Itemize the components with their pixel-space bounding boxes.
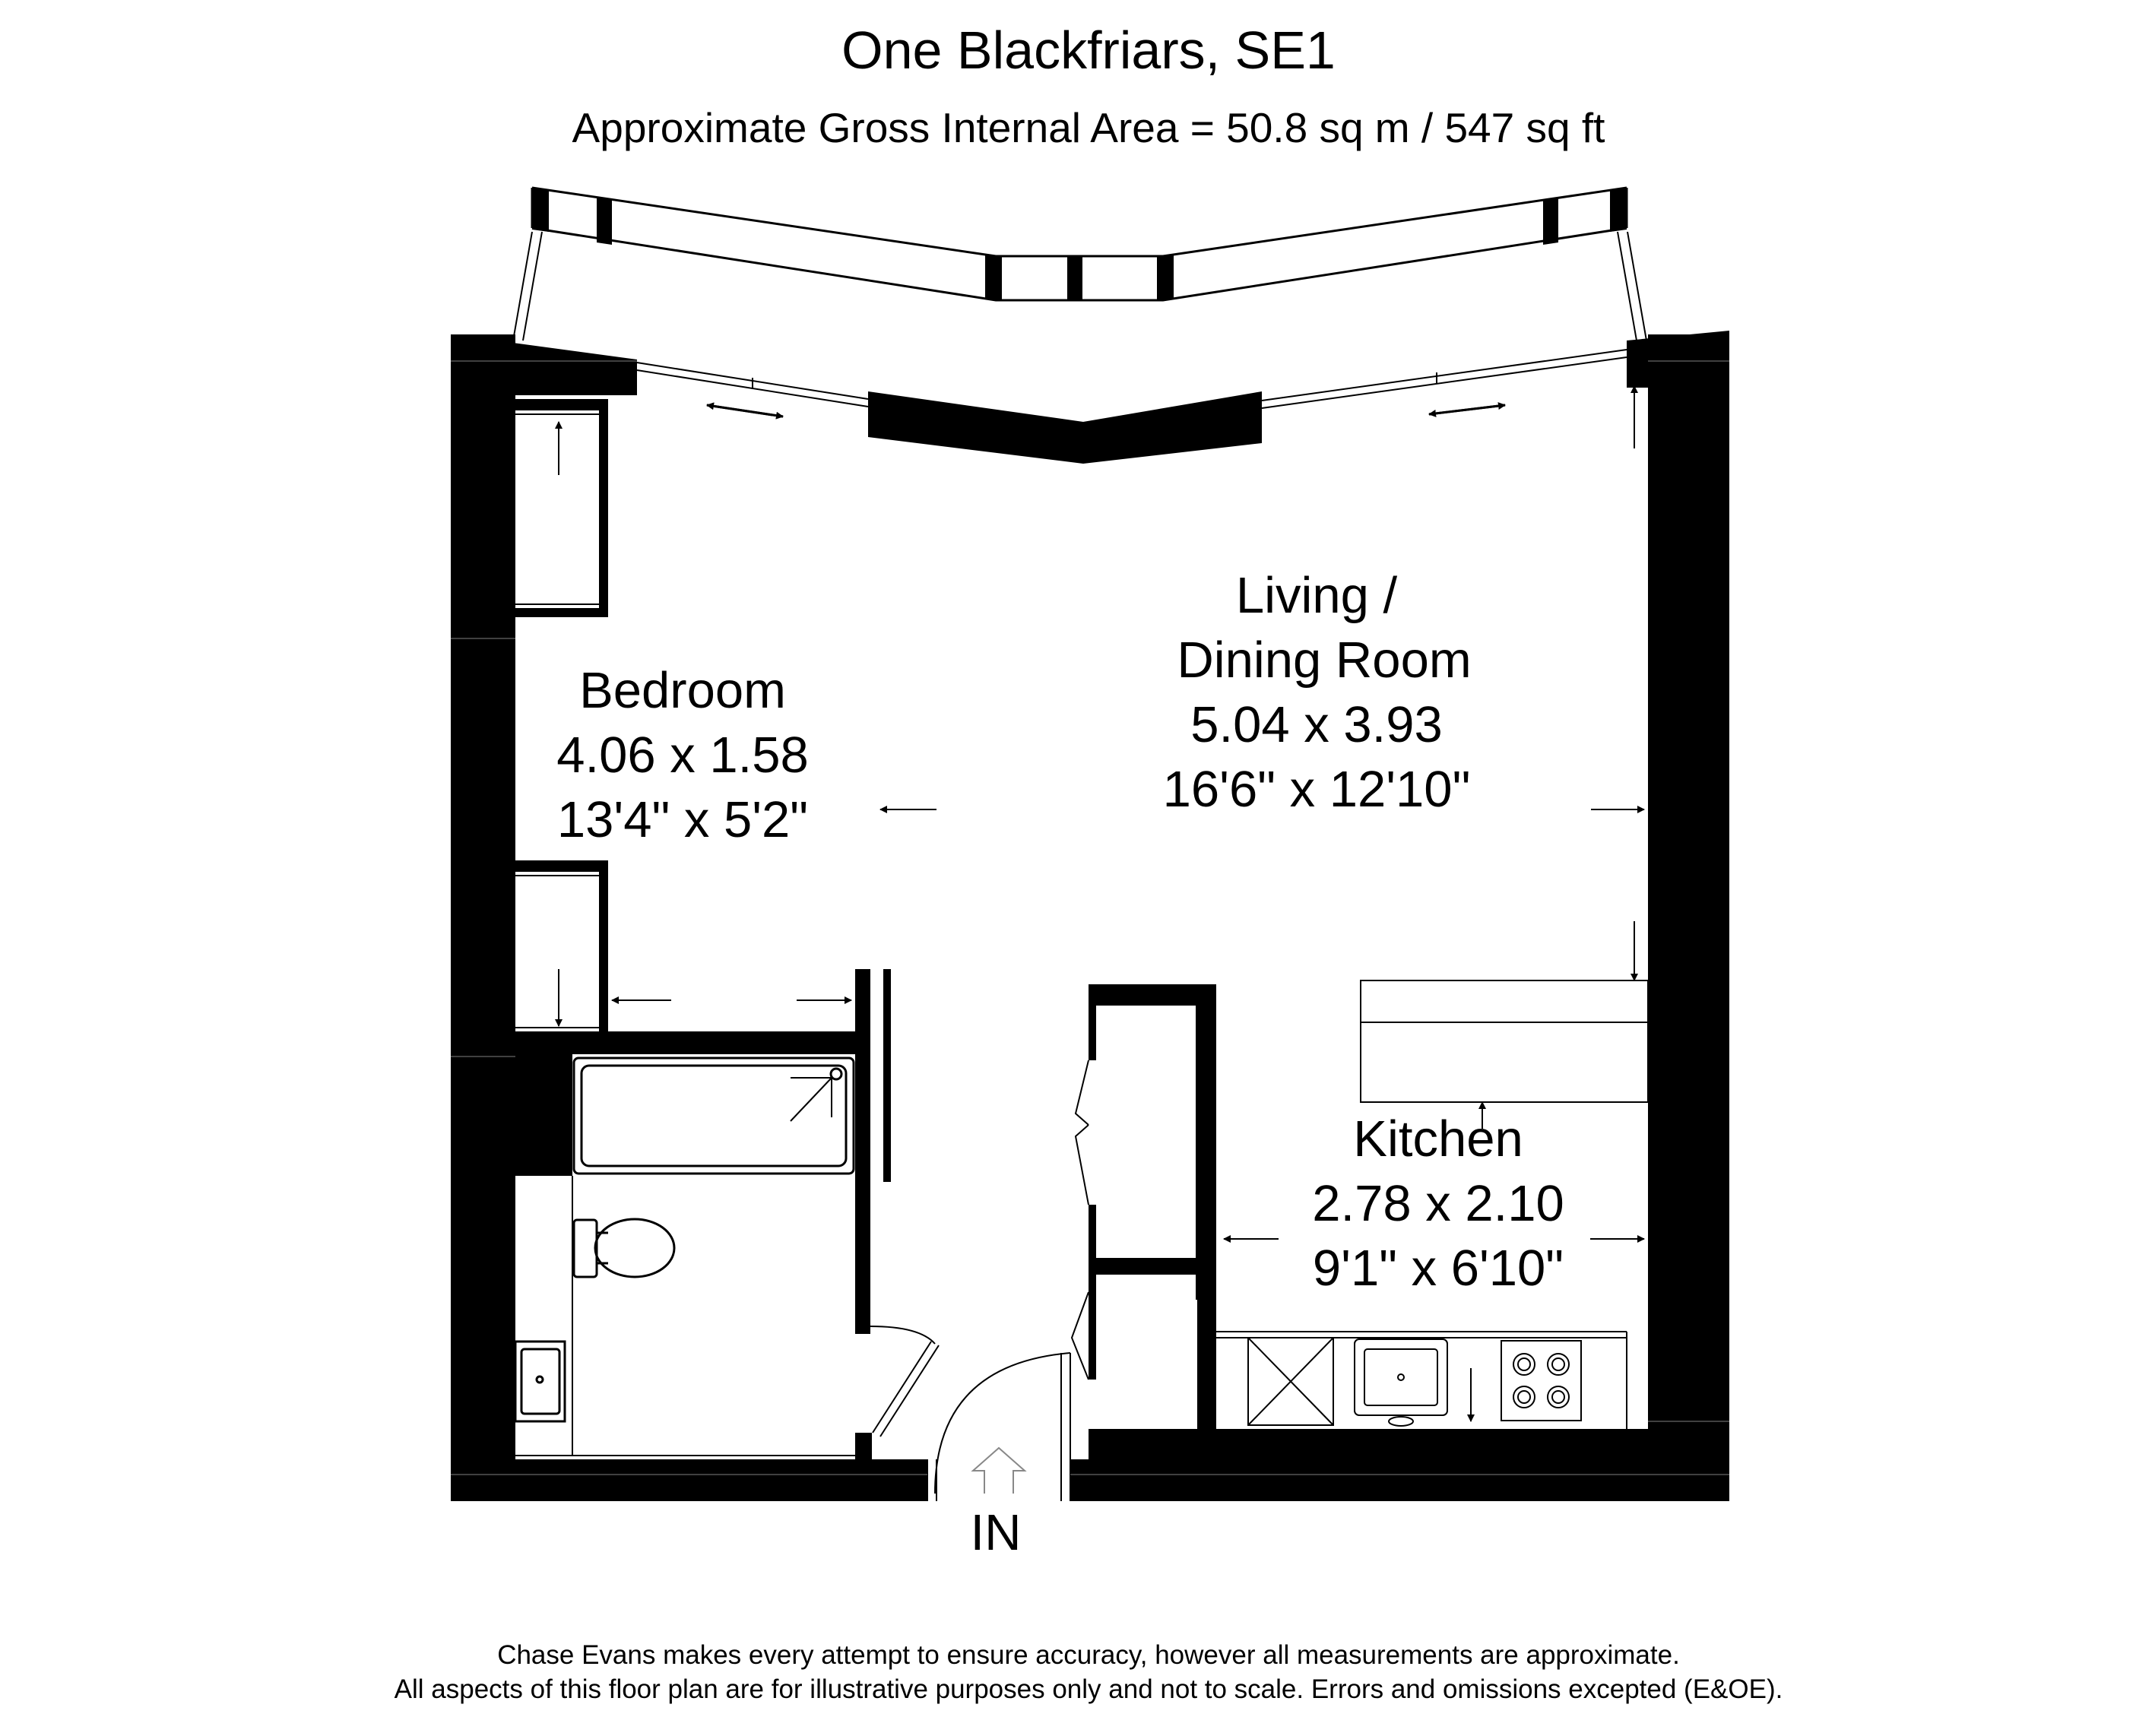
toilet — [572, 1218, 676, 1278]
footer-disclaimer-line1: Chase Evans makes every attempt to ensur… — [497, 1640, 1680, 1670]
outer-walls — [451, 331, 1729, 1501]
kitchen-worktop — [1216, 1331, 1627, 1429]
kitchen-metric: 2.78 x 2.10 — [1312, 1175, 1564, 1232]
bedroom-name: Bedroom — [579, 662, 786, 719]
bathtub — [572, 1056, 855, 1175]
window-sliding-doors — [636, 349, 1627, 409]
entrance-arrow-icon — [971, 1446, 1027, 1494]
cupboard-doors — [1070, 1060, 1089, 1380]
page-subtitle: Approximate Gross Internal Area = 50.8 s… — [572, 104, 1605, 151]
living-room-imperial: 16'6" x 12'10" — [1162, 761, 1471, 818]
sliding-door-arrows — [706, 402, 1506, 420]
living-room-metric: 5.04 x 3.93 — [1190, 696, 1443, 753]
kitchen-island — [1360, 980, 1649, 1103]
basin — [514, 1340, 566, 1423]
bedroom-imperial: 13'4" x 5'2" — [556, 791, 809, 848]
balcony-posts — [532, 188, 1627, 300]
kitchen-name: Kitchen — [1353, 1110, 1523, 1167]
hob — [1501, 1340, 1582, 1421]
bathroom-door — [870, 1326, 940, 1437]
interior-walls — [513, 399, 1648, 1463]
kitchen-imperial: 9'1" x 6'10" — [1312, 1240, 1564, 1297]
living-room-name-line2: Dining Room — [1177, 632, 1472, 689]
page-title: One Blackfriars, SE1 — [841, 21, 1336, 80]
footer-disclaimer-line2: All aspects of this floor plan are for i… — [394, 1674, 1783, 1704]
bedroom-metric: 4.06 x 1.58 — [556, 727, 809, 784]
balcony-side-rails — [512, 231, 1647, 341]
entrance-door — [927, 1352, 1071, 1501]
living-room-name-line1: Living / — [1235, 567, 1398, 624]
dimension-arrows — [555, 385, 1645, 1422]
kitchen-sink — [1354, 1338, 1448, 1427]
bathroom-vanity — [515, 1176, 855, 1456]
wall-shadow-lines — [451, 360, 1729, 1475]
entrance-label: IN — [970, 1504, 1022, 1561]
wardrobe-outlines — [515, 413, 599, 1028]
appliance-box — [1247, 1337, 1334, 1426]
